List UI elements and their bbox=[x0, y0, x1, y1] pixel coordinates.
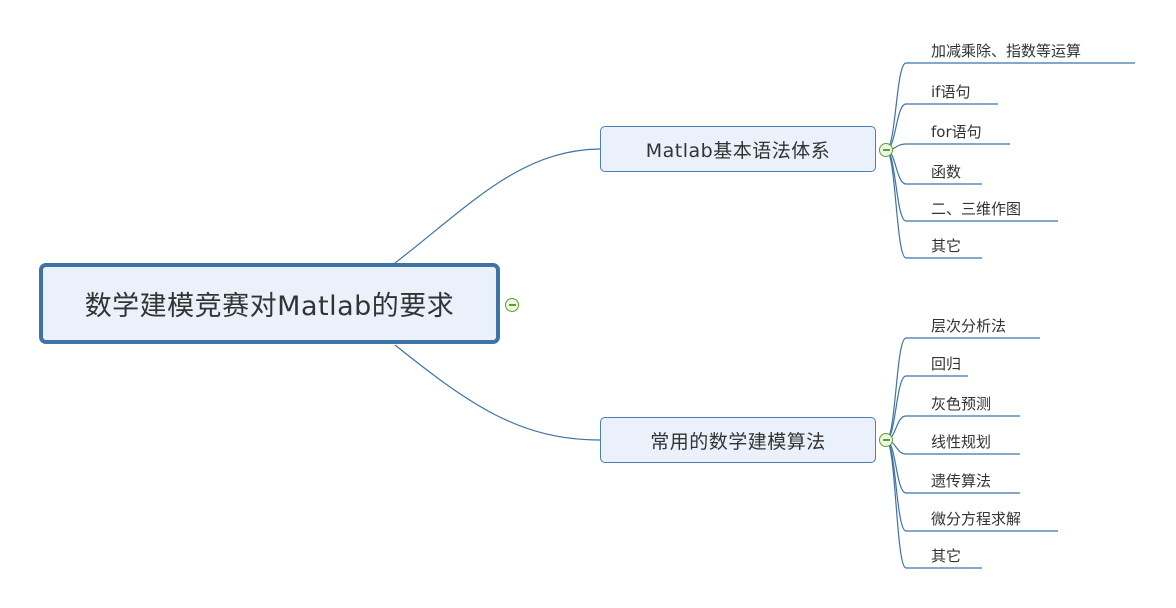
subtopic-other[interactable]: 其它 bbox=[931, 237, 962, 255]
subtopic-other[interactable]: 其它 bbox=[931, 547, 962, 565]
subtopic-grey-prediction[interactable]: 灰色预测 bbox=[931, 395, 992, 413]
collapse-minus-icon[interactable] bbox=[505, 298, 519, 312]
subtopic-genetic-algorithm[interactable]: 遗传算法 bbox=[931, 472, 992, 490]
root-topic[interactable]: 数学建模竞赛对Matlab的要求 bbox=[39, 263, 500, 344]
subtopic-if-statement[interactable]: if语句 bbox=[931, 83, 971, 101]
collapse-minus-icon[interactable] bbox=[879, 143, 893, 157]
subtopic-ahp[interactable]: 层次分析法 bbox=[931, 317, 1007, 335]
root-to-branch-1-connector bbox=[394, 148, 601, 264]
subtopic-arithmetic[interactable]: 加减乘除、指数等运算 bbox=[931, 42, 1082, 60]
leaf-connector bbox=[885, 337, 1040, 441]
leaf-connector bbox=[885, 143, 1010, 151]
root-topic-label: 数学建模竞赛对Matlab的要求 bbox=[84, 291, 455, 322]
subtopic-differential-equations[interactable]: 微分方程求解 bbox=[931, 510, 1022, 528]
subtopic-plotting[interactable]: 二、三维作图 bbox=[931, 200, 1022, 218]
leaf-connector bbox=[885, 62, 1135, 151]
branch-topic-label: 常用的数学建模算法 bbox=[650, 430, 826, 453]
branch-topic-matlab-syntax[interactable]: Matlab基本语法体系 bbox=[600, 126, 876, 172]
subtopic-linear-programming[interactable]: 线性规划 bbox=[931, 433, 992, 451]
branch-topic-label: Matlab基本语法体系 bbox=[645, 139, 831, 162]
collapse-minus-icon[interactable] bbox=[879, 433, 893, 447]
subtopic-regression[interactable]: 回归 bbox=[931, 355, 962, 373]
subtopic-functions[interactable]: 函数 bbox=[931, 163, 962, 181]
branch-topic-modeling-algorithms[interactable]: 常用的数学建模算法 bbox=[600, 417, 876, 463]
leaf-connector bbox=[885, 439, 982, 569]
root-to-branch-2-connector bbox=[394, 344, 601, 441]
subtopic-for-statement[interactable]: for语句 bbox=[931, 123, 982, 141]
